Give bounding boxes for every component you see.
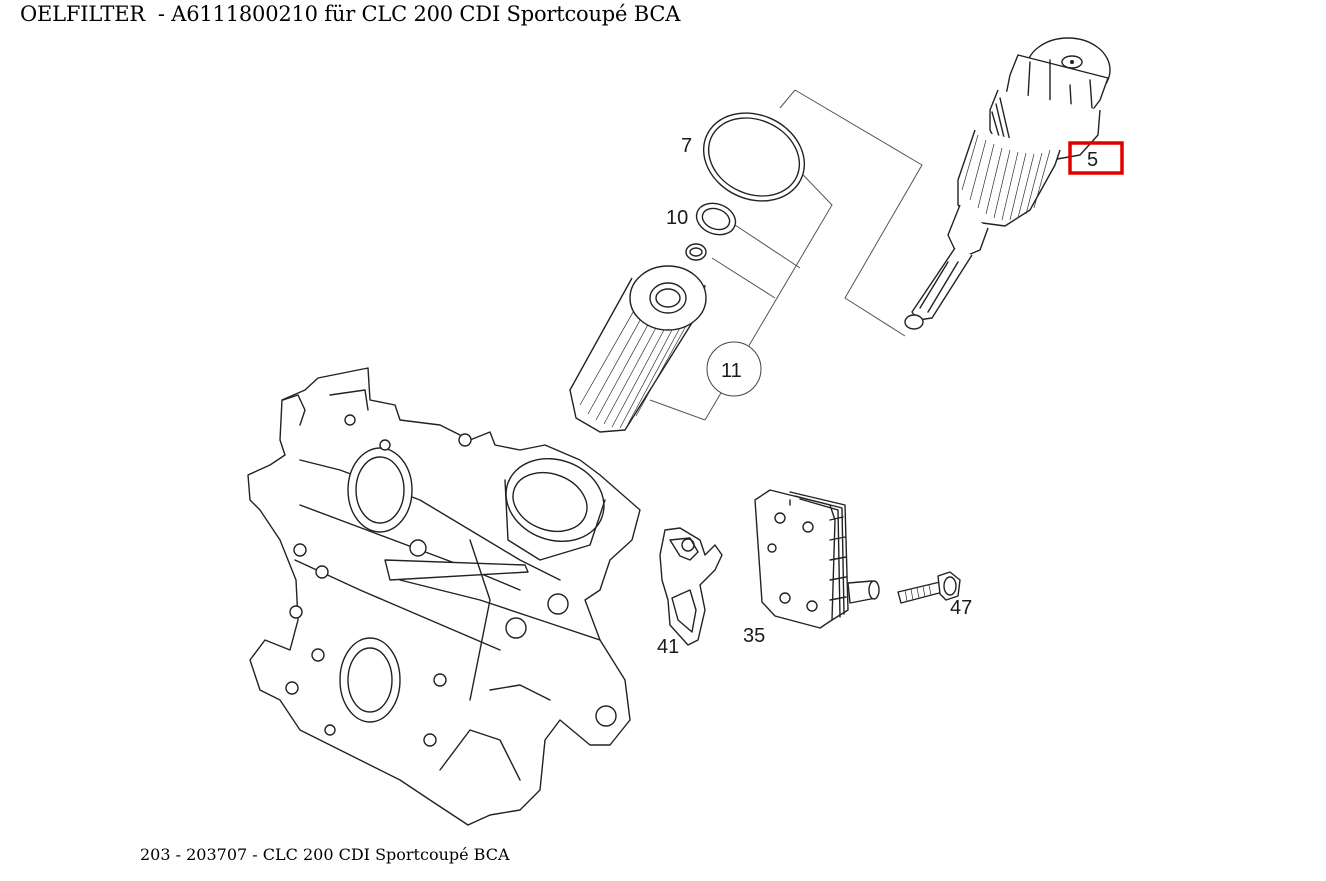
bolt-drawing[interactable] (897, 571, 961, 604)
part-label-5[interactable]: 5 (1087, 149, 1098, 171)
part-label-11[interactable]: 11 (721, 360, 742, 382)
o-ring-small-drawing[interactable] (685, 198, 740, 261)
part-label-7[interactable]: 7 (681, 135, 692, 157)
engine-housing-drawing[interactable] (247, 367, 641, 826)
part-label-35[interactable]: 35 (743, 625, 765, 647)
part-label-41[interactable]: 41 (657, 636, 679, 658)
page-title: OELFILTER - A6111800210 für CLC 200 CDI … (20, 2, 681, 26)
part-label-47[interactable]: 47 (950, 597, 972, 619)
gasket-drawing[interactable] (659, 527, 723, 646)
oil-filter-cap-drawing[interactable] (904, 37, 1111, 330)
filter-element-drawing[interactable] (569, 265, 707, 433)
highlight-box (1068, 141, 1124, 175)
oil-cooler-drawing[interactable] (754, 489, 880, 629)
part-11-circle (706, 341, 762, 397)
part-label-10[interactable]: 10 (666, 207, 688, 229)
o-ring-large-drawing[interactable] (689, 97, 819, 217)
diagram-caption: 203 - 203707 - CLC 200 CDI Sportcoupé BC… (140, 845, 510, 864)
